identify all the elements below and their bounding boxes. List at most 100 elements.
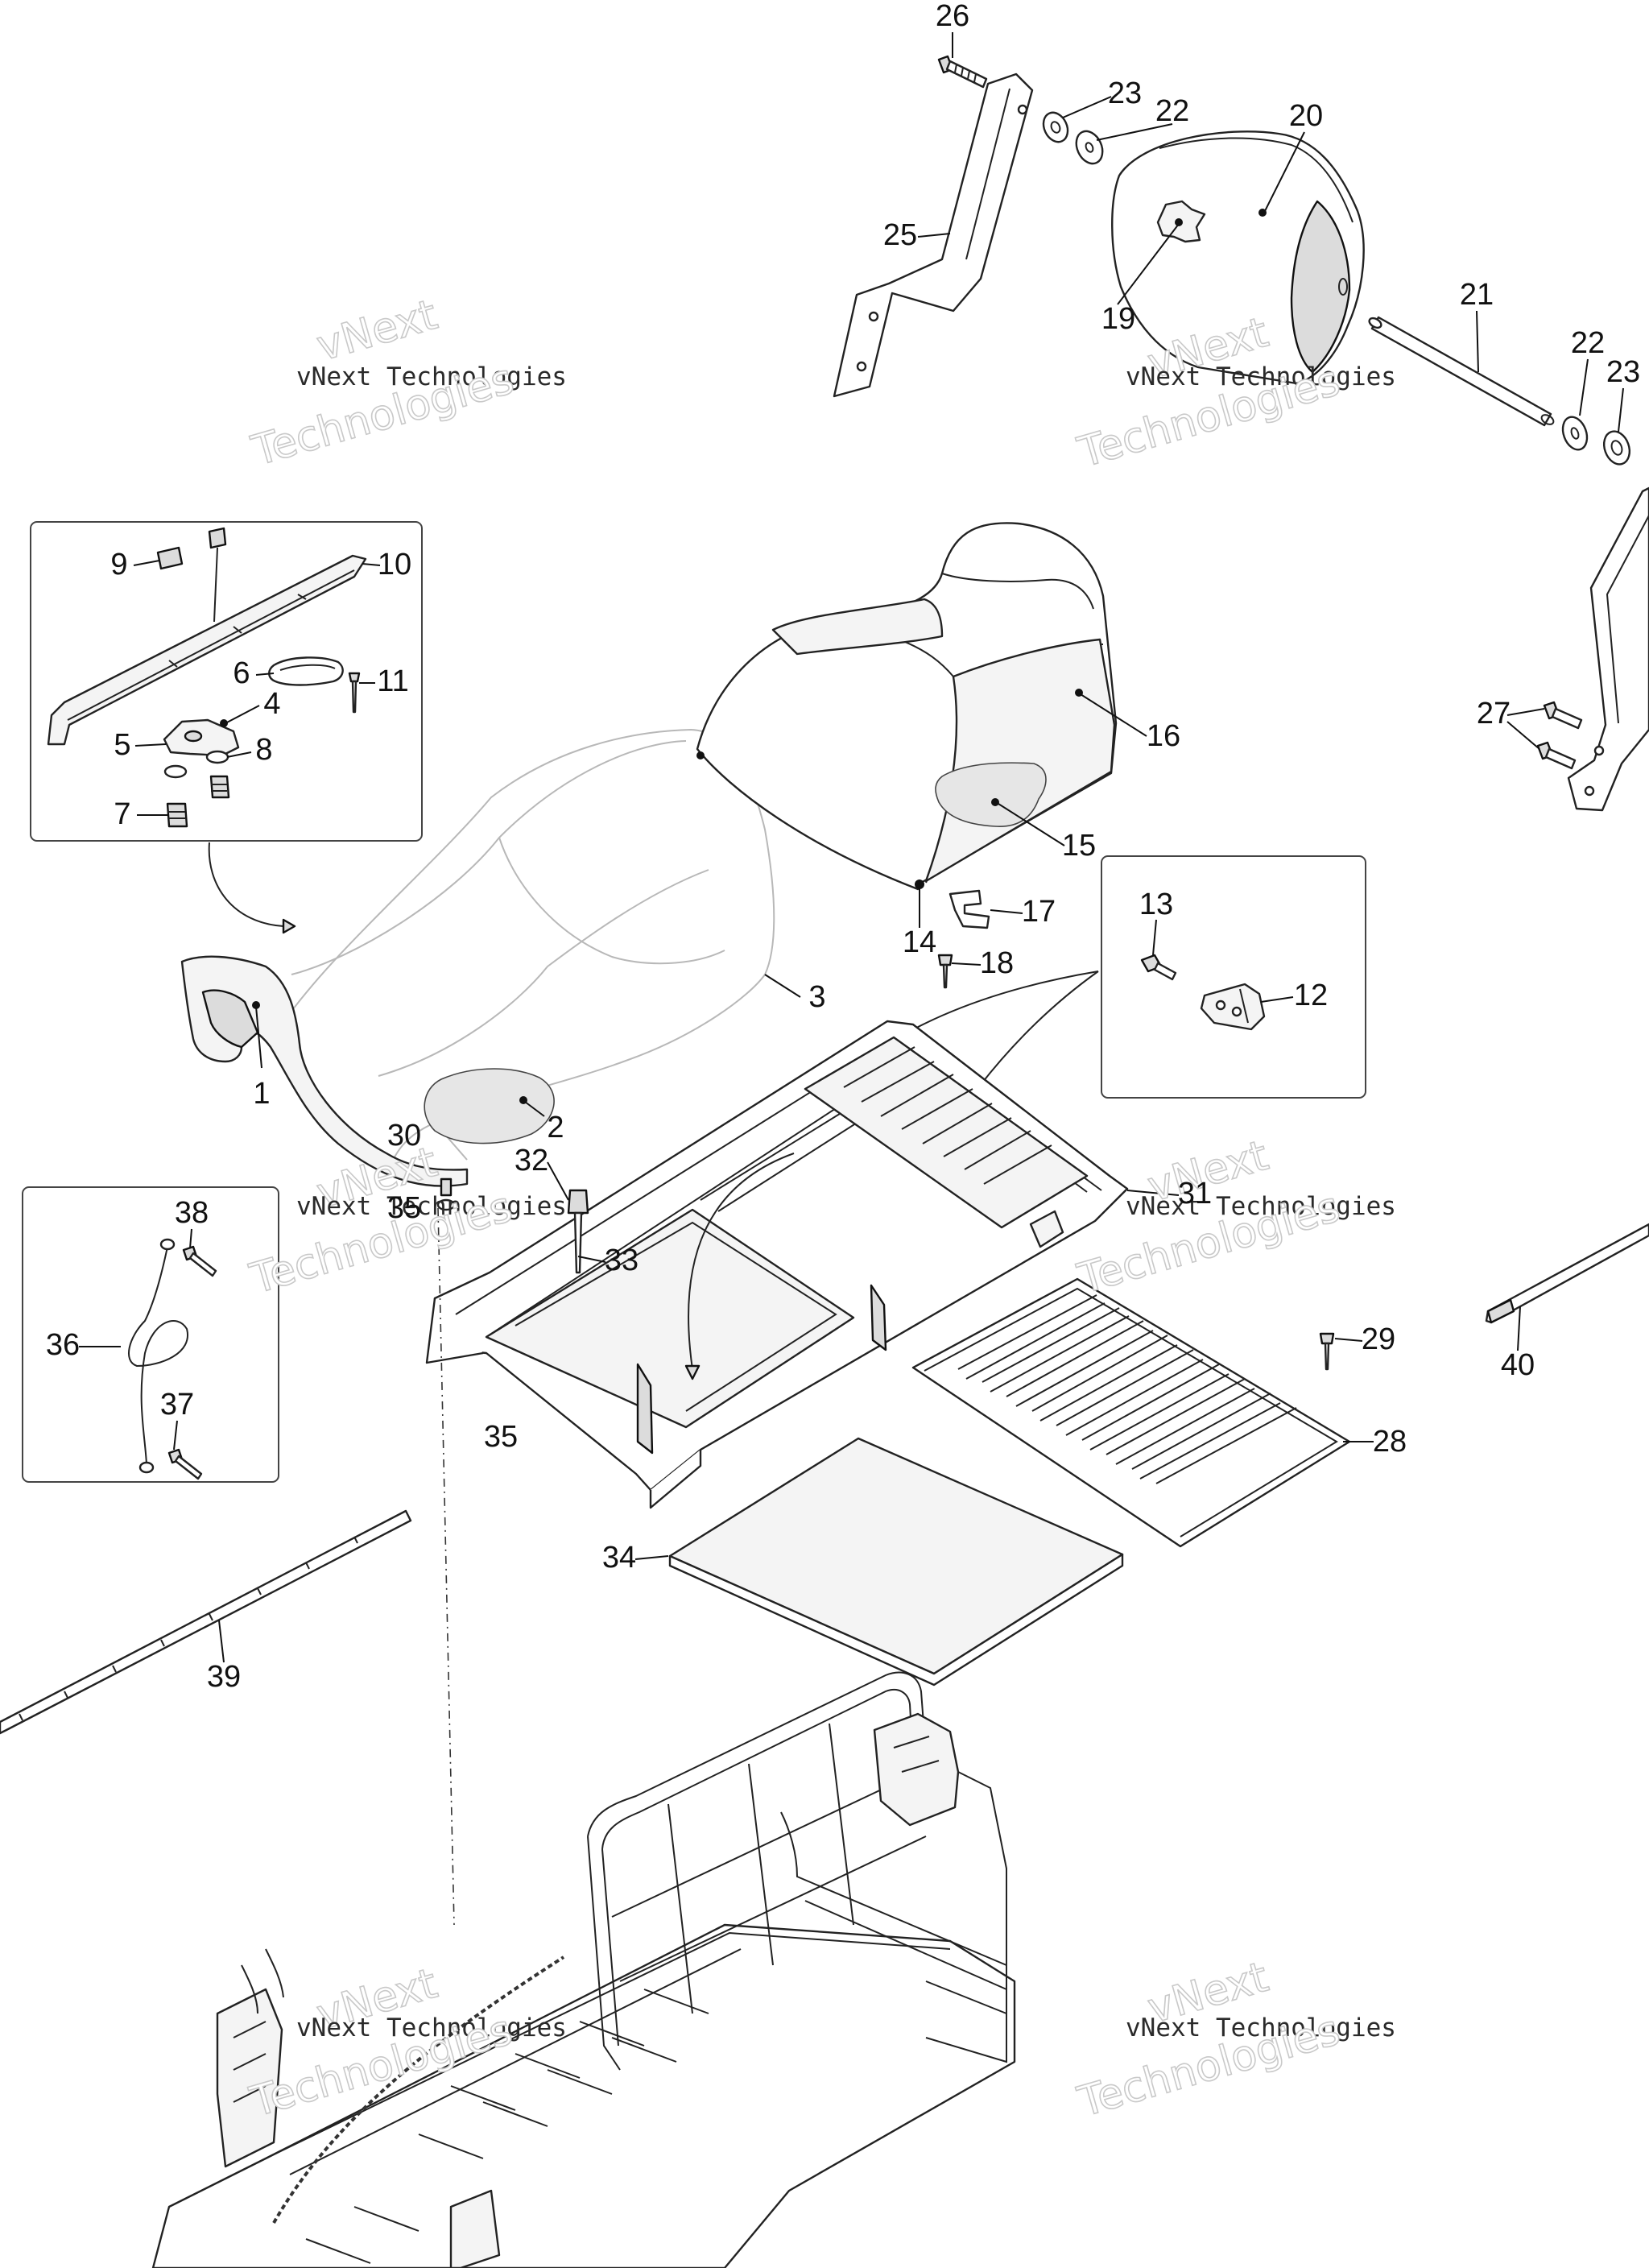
nut-9-and-stud: [156, 527, 227, 623]
rod-21: [1368, 316, 1555, 427]
strap-6: [268, 656, 344, 686]
storage-arrowhead: [684, 1364, 701, 1380]
callout-c1: 1: [253, 1077, 270, 1111]
callout-c7: 7: [114, 797, 130, 831]
rivet-32: [567, 1189, 589, 1274]
callout-c9: 9: [110, 548, 127, 581]
washer-23-right: [1602, 430, 1631, 466]
watermark-mid-right: vNext vNext Technologies Technologies: [1072, 1131, 1396, 1304]
screws-27: [1536, 701, 1583, 770]
callout-c23: 23: [1108, 77, 1142, 110]
cargo-rack: [587, 1671, 1007, 2071]
inset-box-tether: [22, 1186, 279, 1483]
assembly-line: [437, 1207, 455, 1926]
svg-text:vNext Technologies: vNext Technologies: [1126, 2013, 1396, 2042]
callout-c36: 36: [46, 1328, 80, 1362]
passenger-seat-16: [696, 522, 1118, 891]
latch-to-seat-arrowhead: [282, 918, 296, 934]
callout-c18: 18: [980, 946, 1014, 980]
callout-c37: 37: [160, 1388, 194, 1422]
callout-c22b: 22: [1571, 326, 1605, 360]
callout-c26: 26: [936, 0, 969, 33]
bolt-26: [937, 55, 988, 89]
backrest-bracket-left: [833, 72, 1034, 398]
callout-c27: 27: [1477, 697, 1511, 730]
inset-box-hinge: [1101, 855, 1366, 1099]
callout-c23b: 23: [1606, 355, 1640, 389]
seat-pad-2: [424, 1068, 555, 1144]
bracket-17: [948, 889, 990, 929]
callout-c11: 11: [377, 664, 408, 698]
callout-c34: 34: [602, 1541, 636, 1575]
callout-c28: 28: [1373, 1425, 1407, 1459]
svg-text:vNext Technologies: vNext Technologies: [296, 1192, 567, 1221]
callout-c12: 12: [1294, 979, 1328, 1012]
callout-c3: 3: [808, 980, 825, 1014]
rivet-38: [182, 1245, 217, 1277]
callout-c10: 10: [378, 548, 411, 581]
watermark-top-left: vNext vNext Technologies Technologies: [246, 290, 567, 476]
washer-23-left: [1042, 111, 1069, 143]
washers-8: [163, 750, 229, 779]
trim-strip-39: [0, 1509, 412, 1735]
callout-c19: 19: [1101, 302, 1135, 336]
callout-c20: 20: [1289, 99, 1323, 133]
callout-c35: 35: [387, 1191, 421, 1225]
callout-c6: 6: [233, 656, 250, 690]
callout-c39: 39: [207, 1660, 241, 1694]
callout-c8: 8: [255, 733, 272, 767]
callout-c15: 15: [1062, 829, 1096, 863]
backrest-bracket-right: [1567, 486, 1649, 812]
rivet-18: [937, 954, 953, 989]
leader-lines: [79, 32, 1624, 1663]
tray-34: [668, 1437, 1124, 1687]
latch-rail-10: [47, 554, 367, 746]
svg-text:vNext Technologies: vNext Technologies: [1126, 1192, 1396, 1221]
callout-c31: 31: [1178, 1177, 1212, 1211]
fastener-30: [436, 1177, 456, 1211]
callout-c25: 25: [883, 218, 917, 252]
callout-c30: 30: [387, 1119, 421, 1153]
callout-c22: 22: [1155, 94, 1189, 128]
pad-15: [935, 762, 1047, 827]
rivet-11: [348, 672, 361, 714]
svg-text:vNext: vNext: [312, 291, 443, 371]
callout-c5: 5: [114, 728, 130, 762]
callout-c17: 17: [1022, 895, 1056, 929]
callout-c35b: 35: [484, 1420, 518, 1454]
callout-c40: 40: [1501, 1348, 1535, 1382]
latch-to-seat-arrow: [208, 842, 284, 927]
backrest-pad: [1111, 130, 1365, 385]
base-frame-chassis: [151, 1923, 1016, 2268]
washer-22-right: [1561, 416, 1589, 451]
seat-front-cover-1: [180, 955, 469, 1187]
svg-text:vNext Technologies: vNext Technologies: [1126, 362, 1396, 391]
svg-text:vNext Technologies: vNext Technologies: [296, 362, 567, 391]
watermark-bottom-right: vNext vNext Technologies Technologies: [1072, 1952, 1396, 2127]
callout-c29: 29: [1362, 1322, 1395, 1356]
callout-c2: 2: [547, 1111, 564, 1144]
rivet-29: [1319, 1332, 1335, 1371]
latch-bracket-4: [163, 718, 240, 757]
callout-c38: 38: [175, 1196, 209, 1230]
washer-22-left: [1075, 130, 1104, 165]
callout-c33: 33: [605, 1244, 639, 1277]
callout-c13: 13: [1139, 888, 1173, 921]
bolts-7: [166, 775, 230, 828]
hinge-12: [1200, 983, 1266, 1031]
inset-box-latch: [30, 521, 423, 842]
callout-c14: 14: [903, 925, 936, 959]
callout-c4: 4: [263, 687, 280, 721]
rivet-37: [167, 1448, 203, 1480]
storage-box-frame-35: [425, 1020, 1129, 1509]
callout-c21: 21: [1460, 278, 1494, 312]
tether-cable-36: [128, 1238, 189, 1474]
trim-strip-40: [1485, 1223, 1649, 1324]
callout-c16: 16: [1147, 719, 1180, 753]
svg-text:vNext Technologies: vNext Technologies: [296, 2013, 567, 2042]
drive-belt: [272, 1956, 565, 2224]
callout-c32: 32: [515, 1144, 548, 1177]
storage-to-base-arrow: [688, 1153, 795, 1370]
